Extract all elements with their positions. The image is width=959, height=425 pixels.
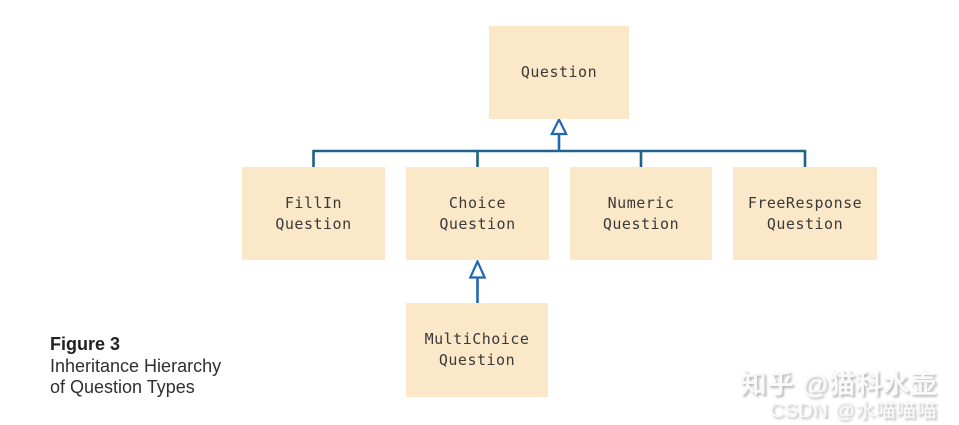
figure-caption-line2: of Question Types <box>50 377 195 397</box>
figure-caption-line1: Inheritance Hierarchy <box>50 355 222 376</box>
node-question-label: Question <box>520 63 598 81</box>
node-numeric-question: Numeric Question <box>570 167 712 260</box>
node-multichoice-question-label: MultiChoice Question <box>424 330 530 369</box>
node-choice-question-label: Choice Question <box>439 193 516 233</box>
node-fillin-question-label: FillIn Question <box>275 193 352 233</box>
node-choice-question: Choice Question <box>406 167 549 260</box>
inheritance-arrowhead-choice-icon <box>468 258 487 279</box>
inheritance-arrowhead-question-icon <box>550 117 568 136</box>
zhihu-watermark: 知乎 @猫科水壶 <box>740 369 937 399</box>
node-question: Question <box>489 26 629 119</box>
node-multichoice-question: MultiChoice Question <box>406 303 548 397</box>
node-freeresponse-question: FreeResponse Question <box>733 167 877 260</box>
figure-number: Figure 3 <box>50 334 121 354</box>
node-fillin-question: FillIn Question <box>242 167 385 260</box>
node-freeresponse-question-label: FreeResponse Question <box>747 193 863 233</box>
node-numeric-question-label: Numeric Question <box>602 193 680 233</box>
figure-caption: Figure 3 Inheritance Hierarchy of Questi… <box>50 334 221 399</box>
csdn-watermark: CSDN @水喵喵喵 <box>769 400 937 422</box>
